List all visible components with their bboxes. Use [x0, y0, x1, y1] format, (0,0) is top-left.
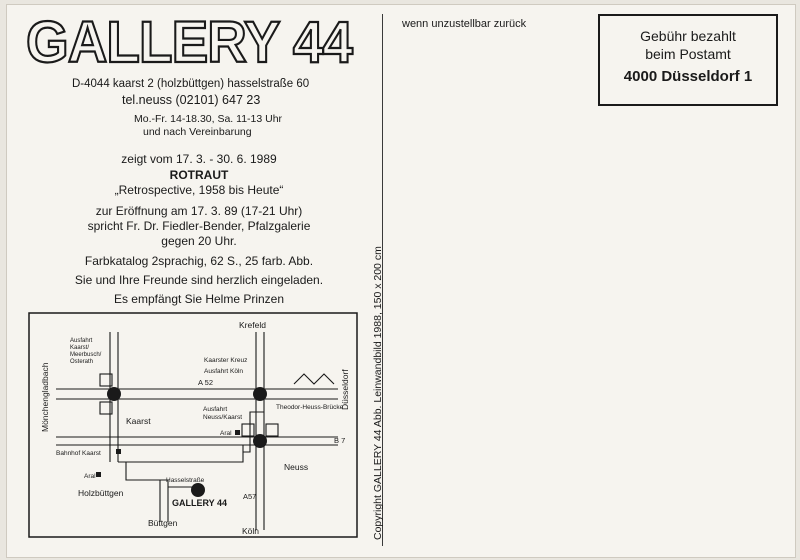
phone-number: tel.neuss (02101) 647 23	[122, 93, 261, 107]
aral-marker	[96, 472, 101, 477]
postage-line-2: beim Postamt	[645, 46, 731, 62]
exhibition-subtitle: „Retrospective, 1958 bis Heute“	[114, 183, 284, 197]
catalog-info: Farbkatalog 2sprachig, 62 S., 25 farb. A…	[84, 254, 314, 268]
map-label-a52: A 52	[198, 378, 213, 387]
map-label-a57: A57	[243, 492, 256, 501]
map-border	[28, 312, 358, 538]
gallery-logo: GALLERY 44	[20, 9, 360, 76]
postage-line-3: 4000 Düsseldorf 1	[623, 68, 753, 85]
map-label-theodor-heuss: Theodor-Heuss-Brücke	[276, 404, 344, 411]
opening-line-2: spricht Fr. Dr. Fiedler-Bender, Pfalzgal…	[87, 219, 311, 233]
directions-map-graphic: Krefeld Köln Mönchengladbach Düsseldorf …	[28, 312, 358, 538]
junction-b7-marker	[253, 434, 267, 448]
map-label-ausfahrt: Ausfahrt	[203, 406, 227, 413]
gallery-location-marker	[191, 483, 205, 497]
bahnhof-marker	[116, 449, 121, 454]
svg-text:Meerbusch/: Meerbusch/	[70, 352, 102, 358]
gallery-logo-text: GALLERY 44	[26, 10, 353, 72]
return-note: wenn unzustellbar zurück	[402, 18, 527, 30]
host-text: Es empfängt Sie Helme Prinzen	[113, 292, 285, 306]
map-label-buettgen: Büttgen	[148, 518, 178, 528]
map-label-ausfahrt: Ausfahrt	[70, 338, 93, 344]
map-label-duesseldorf: Düsseldorf	[340, 369, 350, 410]
map-label-aral: Aral	[220, 430, 232, 437]
map-label-ausfahrt-koeln: Ausfahrt Köln	[204, 368, 243, 375]
opening-hours-note: und nach Vereinbarung	[143, 126, 252, 138]
map-label-bahnhof-kaarst: Bahnhof Kaarst	[56, 450, 101, 457]
junction-kaarster-kreuz-marker	[253, 387, 267, 401]
junction-kaarst-marker	[107, 387, 121, 401]
address-line: D-4044 kaarst 2 (holzbüttgen) hasselstra…	[72, 78, 310, 90]
opening-hours: Mo.-Fr. 14-18.30, Sa. 11-13 Uhr	[134, 113, 283, 125]
gallery-logo-graphic: GALLERY 44	[25, 9, 355, 76]
map-label-hasselstrasse: Hasselstraße	[166, 477, 205, 484]
svg-text:Kaarst/: Kaarst/	[70, 345, 89, 351]
map-label-koeln: Köln	[242, 526, 259, 536]
map-label-b7: B 7	[334, 436, 345, 445]
local-street	[118, 445, 244, 463]
bridge-icon	[293, 373, 335, 385]
map-label-kaarst: Kaarst	[126, 416, 151, 426]
map-label-aral: Aral	[84, 473, 96, 480]
map-label-holzbuettgen: Holzbüttgen	[78, 488, 124, 498]
opening-line-1: zur Eröffnung am 17. 3. 89 (17-21 Uhr)	[95, 204, 303, 218]
svg-text:Osterath: Osterath	[70, 359, 93, 365]
aral-marker	[235, 430, 240, 435]
copyright-text: Copyright GALLERY 44 Abb. Leinwandbild 1…	[372, 246, 384, 540]
map-label-kaarster-kreuz: Kaarster Kreuz	[204, 357, 247, 364]
postcard	[6, 4, 796, 558]
map-label-krefeld: Krefeld	[239, 320, 266, 330]
exhibition-dates: zeigt vom 17. 3. - 30. 6. 1989	[121, 152, 277, 166]
invitation-text: Sie und Ihre Freunde sind herzlich einge…	[74, 273, 324, 287]
postage-line-1: Gebühr bezahlt	[640, 28, 736, 44]
address-divider	[382, 14, 383, 546]
artist-name: ROTRAUT	[169, 168, 229, 182]
opening-line-3: gegen 20 Uhr.	[161, 234, 237, 248]
postage-box: Gebühr bezahlt beim Postamt 4000 Düsseld…	[598, 14, 778, 106]
svg-text:Neuss/Kaarst: Neuss/Kaarst	[203, 414, 242, 421]
map-label-neuss: Neuss	[284, 462, 308, 472]
directions-map: Krefeld Köln Mönchengladbach Düsseldorf …	[28, 312, 358, 538]
map-label-gallery: GALLERY 44	[172, 498, 227, 508]
map-label-moenchengladbach: Mönchengladbach	[40, 362, 50, 432]
